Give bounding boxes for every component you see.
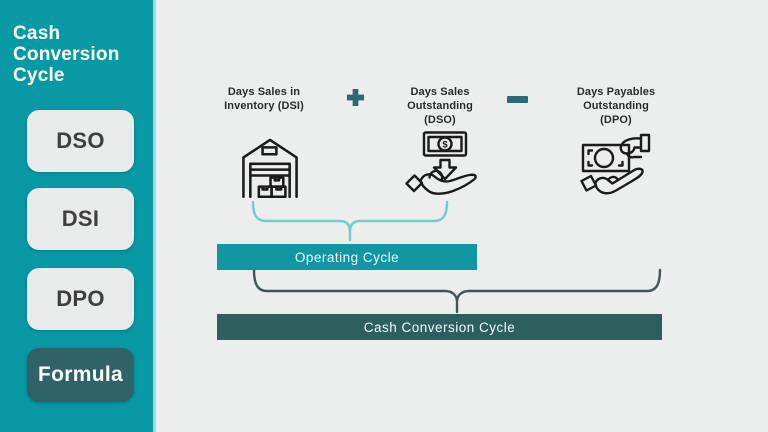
term-label-dso-line2: Outstanding [407, 100, 473, 112]
hand-giving-cash-icon [578, 132, 654, 206]
sidebar-button-formula-label: Formula [38, 363, 123, 386]
page-title-line: Cash [13, 22, 61, 44]
sidebar-button-formula[interactable]: Formula [27, 348, 134, 402]
sidebar-button-dpo-label: DPO [56, 286, 105, 311]
page-title-line: Conversion [13, 43, 120, 65]
operating-cycle-bar: Operating Cycle [217, 244, 477, 270]
sidebar-button-dso[interactable]: DSO [27, 110, 134, 172]
term-label-dpo-line1: Days Payables [576, 86, 656, 98]
dollar-symbol: $ [442, 140, 448, 151]
cash-conversion-cycle-bar: Cash Conversion Cycle [217, 314, 662, 340]
term-label-dso-line1: Days Sales [410, 86, 470, 98]
term-label-dpo-line2: Outstanding [583, 100, 649, 112]
term-label-dso-line3: (DSO) [424, 114, 456, 126]
operating-cycle-brace [248, 200, 452, 244]
operating-cycle-bar-label: Operating Cycle [294, 249, 400, 265]
sidebar-button-dsi[interactable]: DSI [27, 188, 134, 250]
term-label-dpo: Days Payables Outstanding (DPO) [551, 85, 681, 127]
plus-icon [346, 88, 365, 107]
term-label-dsi-line1: Days Sales in [227, 86, 301, 98]
term-label-dso: Days Sales Outstanding (DSO) [380, 85, 500, 127]
term-label-dpo-line3: (DPO) [600, 114, 632, 126]
sidebar: Cash Conversion Cycle DSO DSI DPO Formul… [0, 0, 153, 432]
sidebar-button-dpo[interactable]: DPO [27, 268, 134, 330]
page-title-line: Cycle [13, 64, 65, 86]
sidebar-button-dso-label: DSO [56, 128, 105, 153]
term-label-dsi: Days Sales in Inventory (DSI) [194, 85, 334, 113]
page-title: Cash Conversion Cycle [13, 23, 149, 86]
minus-icon [507, 96, 528, 103]
cash-into-hand-icon: $ [402, 130, 484, 206]
cash-conversion-cycle-brace [249, 268, 665, 316]
sidebar-edge-strip [153, 0, 156, 432]
cash-conversion-cycle-bar-label: Cash Conversion Cycle [363, 319, 516, 335]
term-label-dsi-line2: Inventory (DSI) [224, 100, 304, 112]
sidebar-button-dsi-label: DSI [61, 206, 100, 231]
warehouse-icon [236, 135, 304, 199]
